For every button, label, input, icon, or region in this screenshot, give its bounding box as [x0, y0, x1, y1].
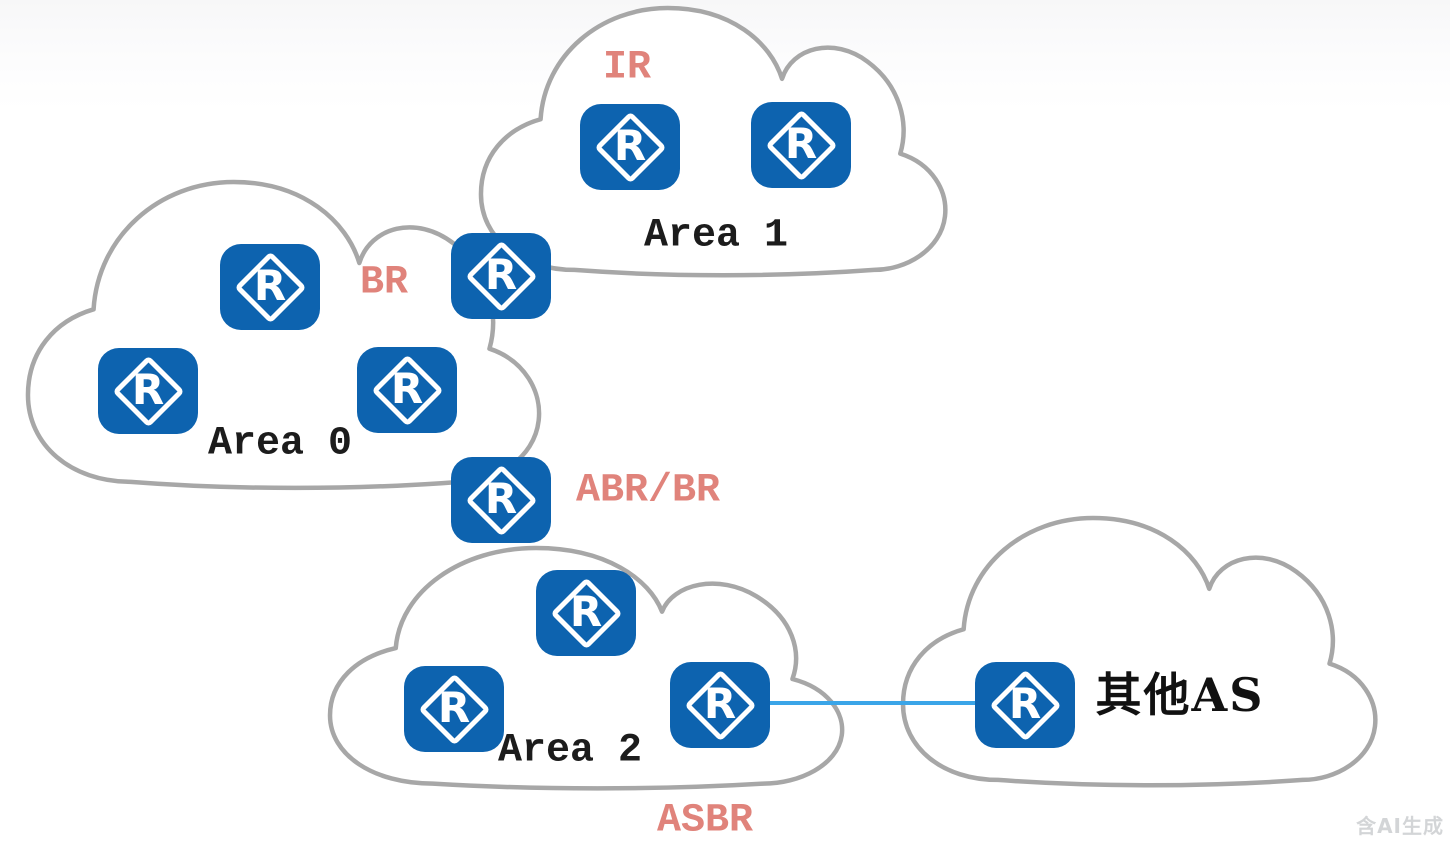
router-glyph: R — [484, 250, 518, 299]
label-asbr: ASBR — [656, 798, 754, 844]
label-ir: IR — [602, 45, 652, 91]
router-icon-area2-top: R — [536, 570, 636, 656]
label-area-1: Area 1 — [643, 213, 789, 259]
router-icon-asbr: R — [670, 662, 770, 748]
router-glyph: R — [1008, 679, 1042, 728]
router-icon-area0-left: R — [98, 348, 198, 434]
router-icon-abr-br: R — [451, 457, 551, 543]
router-glyph: R — [484, 474, 518, 523]
cloud-other-as — [901, 516, 1377, 787]
router-glyph: R — [569, 587, 603, 636]
router-glyph: R — [253, 261, 287, 310]
label-other-as: 其他AS — [1095, 668, 1265, 722]
router-icon-br-border: R — [451, 233, 551, 319]
router-glyph: R — [437, 683, 471, 732]
router-icon-area0-right: R — [357, 347, 457, 433]
router-icon-area1-1: R — [580, 104, 680, 190]
router-glyph: R — [703, 679, 737, 728]
router-glyph: R — [390, 364, 424, 413]
router-icon-area0-top: R — [220, 244, 320, 330]
label-area-0: Area 0 — [207, 421, 353, 467]
router-icon-area2-left: R — [404, 666, 504, 752]
router-glyph: R — [613, 121, 647, 170]
router-glyph: R — [131, 365, 165, 414]
label-area-2: Area 2 — [497, 728, 643, 774]
label-br: BR — [359, 260, 409, 306]
router-icon-area1-2: R — [751, 102, 851, 188]
router-glyph: R — [784, 119, 818, 168]
ai-generated-watermark: 含AI生成 — [1356, 814, 1444, 838]
router-icon-other-as: R — [975, 662, 1075, 748]
label-abr-br: ABR/BR — [575, 468, 721, 514]
